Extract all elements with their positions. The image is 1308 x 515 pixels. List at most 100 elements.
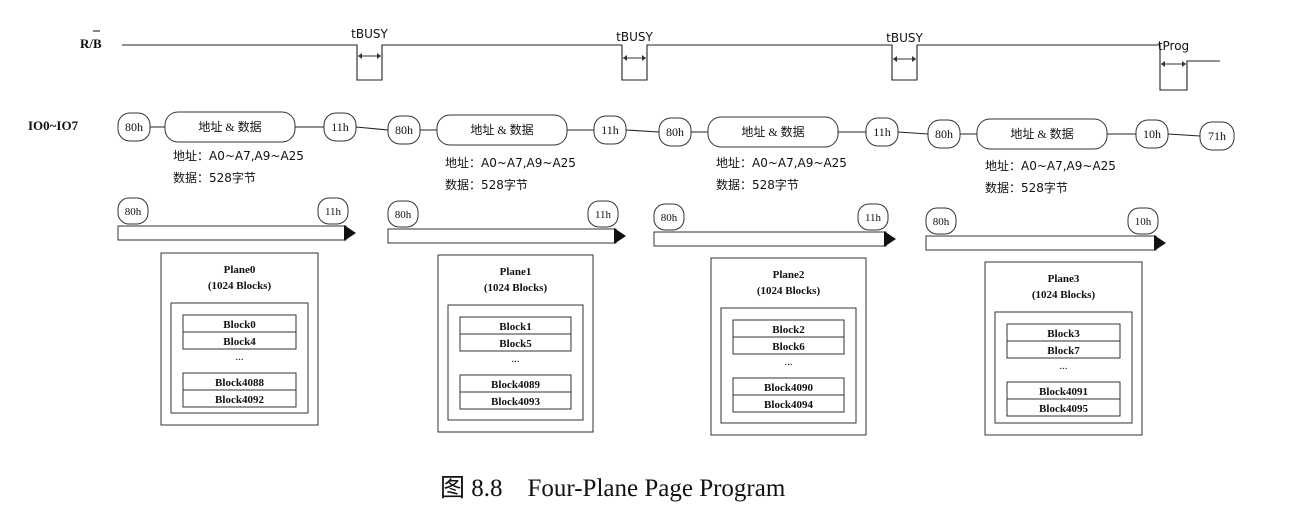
busy-pulse: tBUSY [886,31,924,62]
command-start: 80h [927,119,961,149]
arrow-start-tag-label: 80h [395,209,412,221]
block-label: Block4094 [764,399,813,411]
block-cell [1006,398,1121,417]
arrow-start-tag-label: 80h [933,216,950,228]
busy-time-label: tBUSY [616,30,653,44]
arrow-start-tag: 80h [117,197,149,225]
block-label: Block5 [499,338,532,350]
busy-pulse: tBUSY [616,30,654,61]
arrow-end-tag: 10h [1127,207,1159,235]
command-start-label: 80h [125,120,143,134]
operation-arrowhead [614,228,626,244]
command-sequence: 80h 地址 & 数据 11h 地址：A0~A7,A9~A25 数据：528字节 80h 地… [117,111,1235,195]
operation-arrow-body [387,228,617,244]
block-label: Block6 [772,341,805,353]
operation-arrow-body [925,235,1157,251]
command-start: 80h [387,115,421,145]
data-note: 数据：528字节 [173,170,256,185]
arrowhead-right [642,55,646,61]
rb-signal-label: R/B [80,36,102,51]
arrow-start-tag-label: 80h [661,212,678,224]
command-start-label: 80h [935,127,953,141]
command-end-label: 10h [1143,127,1161,141]
block-cell [732,336,845,355]
busy-time-label: tBUSY [886,31,923,45]
arrow-end-tag-label: 11h [865,212,882,224]
rb-waveform [122,44,1220,91]
block-cell [182,389,297,408]
busy-time-label: tBUSY [351,27,388,41]
block-label: Block0 [223,319,256,331]
arrow-start-tag: 80h [653,203,685,231]
arrowhead-right [1182,61,1186,67]
command-end: 10h [1135,119,1169,149]
plane-name: Plane3 [1048,273,1080,285]
command-start: 80h [658,117,692,147]
address-note: 地址：A0~A7,A9~A25 [985,159,1116,173]
plane-blocks-count: (1024 Blocks) [208,280,272,292]
block-label: Block4090 [764,382,813,394]
arrow-end-tag-label: 10h [1135,216,1152,228]
command-end-label: 11h [601,123,619,137]
block-cell [182,331,297,350]
command-end: 11h [323,112,357,142]
block-label: Block4092 [215,394,264,406]
block-label: Block4 [223,336,256,348]
plane-name: Plane0 [224,264,256,276]
plane-name: Plane2 [773,269,805,281]
plane-blocks-count: (1024 Blocks) [757,285,821,297]
block-label: Block4089 [491,379,540,391]
arrowhead-left [623,55,627,61]
block-cell [1006,340,1121,359]
arrow-start-tag-label: 80h [125,206,142,218]
command-start-label: 80h [666,125,684,139]
busy-pulse: tProg [1158,39,1189,67]
block-label: Block4088 [215,377,264,389]
io-bus-line [625,129,660,133]
command-group: 80h 地址 & 数据 10h 地址：A0~A7,A9~A25 数据：528字节 [927,118,1169,195]
command-end-label: 11h [331,120,349,134]
plane-name: Plane1 [500,266,532,278]
arrowhead-left [1161,61,1165,67]
address-data-phase: 地址 & 数据 [436,114,568,146]
command-group: 80h 地址 & 数据 11h 地址：A0~A7,A9~A25 数据：528字节 [658,116,929,192]
data-note: 数据：528字节 [985,180,1068,195]
block-ellipsis: ... [235,351,244,363]
block-ellipsis: ... [784,356,793,368]
busy-pulses: tBUSY tBUSY tBUSY tProg [351,27,1189,67]
address-data-phase: 地址 & 数据 [707,116,839,148]
address-data-phase: 地址 & 数据 [164,111,296,143]
block-cell [459,391,572,410]
io-bus-line [1167,133,1201,137]
block-ellipsis: ... [1059,360,1068,372]
arrowhead-right [377,53,381,59]
command-start: 80h [117,112,151,142]
block-label: Block4095 [1039,403,1088,415]
io-signal-label: IO0~IO7 [28,118,79,133]
address-note: 地址：A0~A7,A9~A25 [716,156,847,170]
command-final: 71h [1199,121,1235,151]
arrow-end-tag-label: 11h [325,206,342,218]
block-label: Block3 [1047,328,1080,340]
arrow-end-tag: 11h [317,197,349,225]
plane-blocks-count: (1024 Blocks) [484,282,548,294]
plane-blocks-count: (1024 Blocks) [1032,289,1096,301]
command-end: 11h [865,117,899,147]
block-ellipsis: ... [511,353,520,365]
arrow-start-tag: 80h [925,207,957,235]
data-note: 数据：528字节 [716,177,799,192]
command-end-label: 11h [873,125,891,139]
block-label: Block4091 [1039,386,1088,398]
arrowhead-left [358,53,362,59]
arrow-end-tag: 11h [857,203,889,231]
address-data-phase-label: 地址 & 数据 [1010,126,1073,141]
operation-arrow-body [117,225,347,241]
block-label: Block7 [1047,345,1080,357]
arrow-end-tag: 11h [587,200,619,228]
address-data-phase-label: 地址 & 数据 [198,119,261,134]
